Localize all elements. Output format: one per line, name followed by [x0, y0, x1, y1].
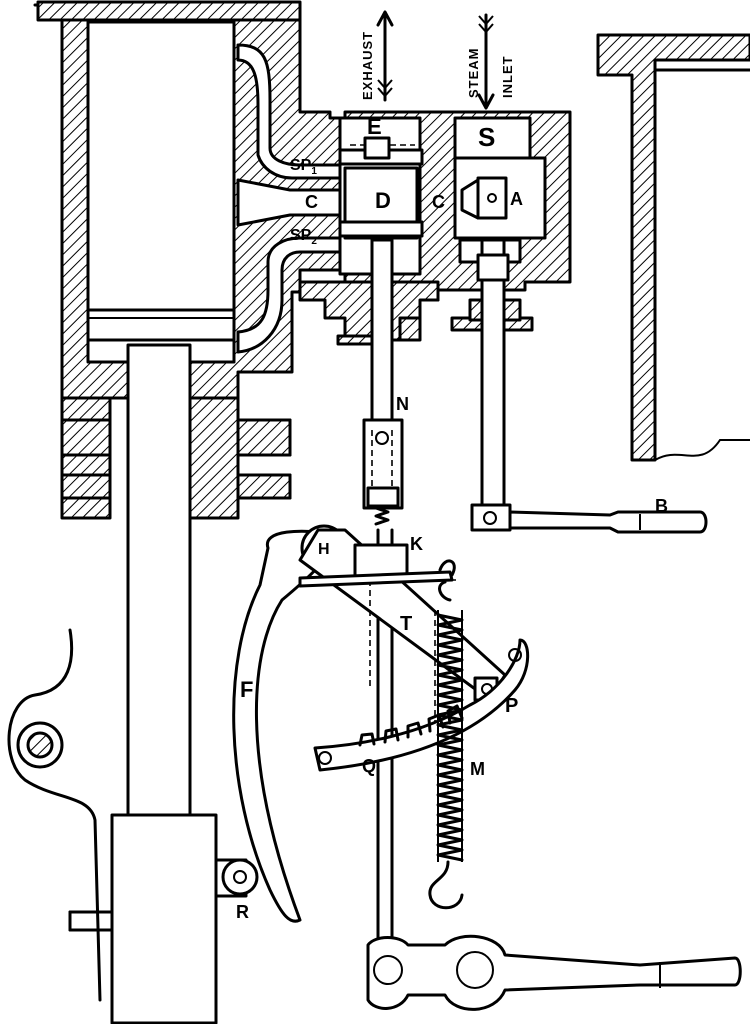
label-P: P	[505, 695, 518, 717]
left-bracket	[7, 628, 102, 1002]
label-C-right: C	[432, 192, 445, 212]
label-E: E	[367, 114, 382, 139]
label-B: B	[655, 496, 668, 516]
label-exhaust: EXHAUST	[360, 31, 375, 100]
valve-chest	[298, 110, 572, 346]
label-T: T	[400, 613, 412, 635]
label-inlet: INLET	[500, 55, 515, 98]
label-M: M	[470, 759, 485, 779]
label-D: D	[375, 188, 391, 213]
label-S: S	[478, 122, 495, 152]
steam-inlet-arrow-icon	[477, 13, 495, 110]
label-SP1: SP1	[290, 157, 317, 177]
piston-rod	[68, 343, 218, 1024]
spring-M	[428, 580, 464, 910]
label-R: R	[236, 902, 249, 922]
exhaust-arrow-icon	[376, 10, 394, 102]
right-frame	[596, 33, 750, 462]
label-K: K	[410, 534, 423, 554]
roller-R	[214, 858, 259, 898]
cylinder-casting	[33, 0, 347, 520]
label-F: F	[240, 677, 253, 702]
label-H: H	[318, 541, 330, 558]
label-C-left: C	[305, 192, 318, 212]
label-N: N	[396, 394, 409, 414]
valve-rod	[362, 238, 404, 942]
label-SP2: SP2	[290, 227, 317, 247]
label-A: A	[510, 189, 523, 209]
bridle-K	[298, 543, 456, 588]
label-steam: STEAM	[466, 48, 481, 99]
starting-rod	[470, 238, 708, 534]
bottom-crank	[366, 934, 742, 1011]
quadrant-P	[313, 638, 530, 772]
label-Q: Q	[362, 756, 376, 776]
